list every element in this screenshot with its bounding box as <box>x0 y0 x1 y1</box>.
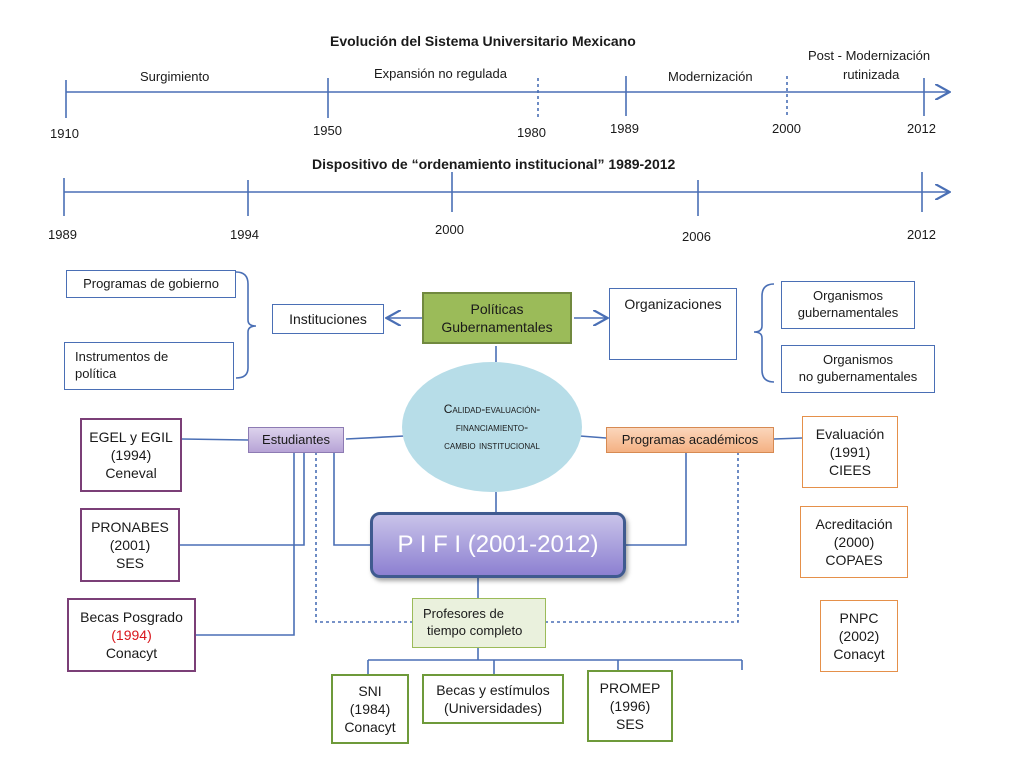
programas-academicos-box: Programas académicos <box>606 427 774 453</box>
estudiantes-box: Estudiantes <box>248 427 344 453</box>
link-programas-pifi <box>626 452 687 546</box>
year-2000: 2000 <box>772 121 801 136</box>
year-1989: 1989 <box>610 121 639 136</box>
period-rutinizada: rutinizada <box>843 67 900 82</box>
link-pronabes <box>180 452 305 546</box>
link-egel-estudiantes <box>181 438 249 441</box>
instituciones-box: Instituciones <box>272 304 384 334</box>
acreditacion-box: Acreditación(2000)COPAES <box>800 506 908 578</box>
right-brace <box>753 283 775 383</box>
link-programas-calidad <box>579 435 607 439</box>
calidad-ellipse: Calidad-evaluación-financiamiento-cambio… <box>402 362 582 492</box>
t2-year-2006: 2006 <box>682 229 711 244</box>
dashed-right <box>546 452 739 623</box>
year-1910: 1910 <box>50 126 79 141</box>
link-programas-evaluacion <box>773 437 803 440</box>
programas-gobierno-box: Programas de gobierno <box>66 270 236 298</box>
dashed-left <box>315 452 412 623</box>
pnpc-box: PNPC(2002)Conacyt <box>820 600 898 672</box>
t2-year-1994: 1994 <box>230 227 259 242</box>
evaluacion-box: Evaluación(1991)CIEES <box>802 416 898 488</box>
link-estudiantes-pifi <box>333 452 370 546</box>
timeline2-title: Dispositivo de “ordenamiento institucion… <box>312 156 676 172</box>
organizaciones-box: Organizaciones <box>609 288 737 360</box>
promep-box: PROMEP(1996)SES <box>587 670 673 742</box>
year-2012: 2012 <box>907 121 936 136</box>
year-1980: 1980 <box>517 125 546 140</box>
pronabes-box: PRONABES(2001)SES <box>80 508 180 582</box>
left-brace <box>235 271 257 379</box>
t2-year-2000: 2000 <box>435 222 464 237</box>
period-expansion: Expansión no regulada <box>374 66 507 81</box>
link-estudiantes-calidad <box>345 435 405 440</box>
becas-posgrado-box: Becas Posgrado(1994)Conacyt <box>67 598 196 672</box>
t2-year-2012: 2012 <box>907 227 936 242</box>
egel-box: EGEL y EGIL(1994)Ceneval <box>80 418 182 492</box>
becas-estimulos-box: Becas y estímulos(Universidades) <box>422 674 564 724</box>
pifi-box: P I F I (2001-2012) <box>370 512 626 578</box>
timeline1-title: Evolución del Sistema Universitario Mexi… <box>330 33 636 49</box>
period-modernizacion: Modernización <box>668 69 753 84</box>
link-becas-posgrado <box>196 452 295 636</box>
year-1950: 1950 <box>313 123 342 138</box>
period-post-modernizacion: Post - Modernización <box>808 48 931 63</box>
t2-year-1989: 1989 <box>48 227 77 242</box>
sni-box: SNI(1984)Conacyt <box>331 674 409 744</box>
period-surgimiento: Surgimiento <box>140 69 210 84</box>
